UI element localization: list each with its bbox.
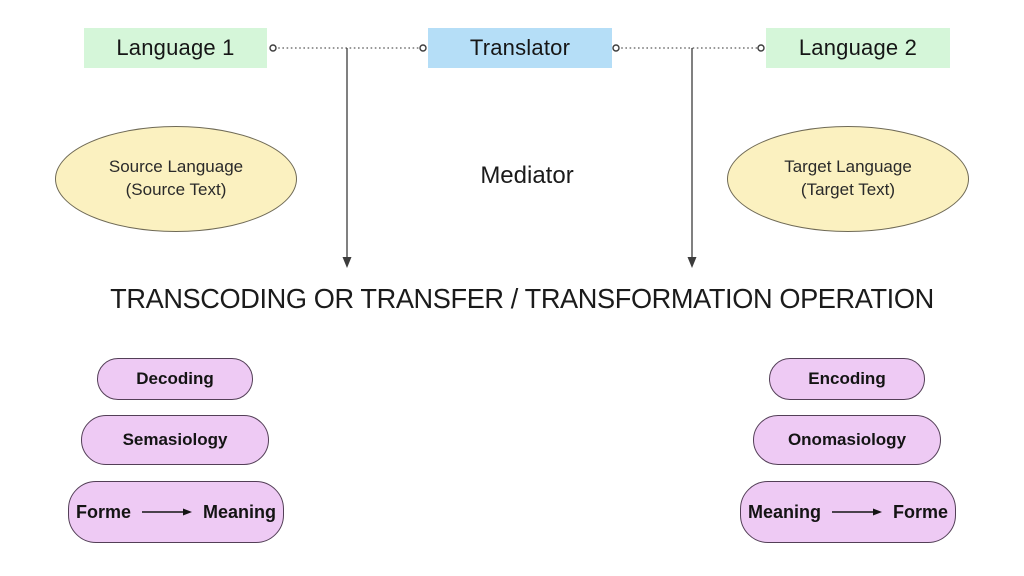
down-arrowhead-left	[342, 257, 352, 268]
operation-heading: TRANSCODING OR TRANSFER / TRANSFORMATION…	[110, 283, 934, 314]
source-language-line1: Source Language	[108, 157, 244, 177]
semasiology-pill: Semasiology	[81, 415, 269, 465]
source-language-ellipse: Source Language (Source Text)	[55, 126, 297, 232]
connector-endpoint-circle	[419, 44, 427, 52]
semasiology-label: Semasiology	[122, 430, 228, 449]
forme-label: Forme	[893, 501, 949, 522]
target-language-line1: Target Language	[784, 157, 912, 177]
connector-endpoint-circle	[612, 44, 620, 52]
decoding-label: Decoding	[136, 369, 214, 388]
translator-box: Translator	[428, 28, 612, 68]
source-language-line2: (Source Text)	[125, 180, 227, 199]
connector-endpoint-circle	[269, 44, 277, 52]
right-arrow-icon	[832, 508, 882, 516]
encoding-pill: Encoding	[769, 358, 925, 400]
language1-box: Language 1	[84, 28, 267, 68]
language2-box: Language 2	[766, 28, 950, 68]
meaning-label: Meaning	[747, 501, 821, 522]
onomasiology-label: Onomasiology	[787, 430, 907, 449]
translator-label: Translator	[469, 35, 571, 60]
right-arrow-icon	[142, 508, 192, 516]
onomasiology-pill: Onomasiology	[753, 415, 941, 465]
encoding-label: Encoding	[808, 369, 886, 388]
target-language-ellipse: Target Language (Target Text)	[727, 126, 969, 232]
forme-label: Forme	[75, 501, 131, 522]
language1-label: Language 1	[116, 35, 235, 60]
connector-endpoint-circle	[757, 44, 765, 52]
meaning-to-forme-pill: Meaning Forme	[740, 481, 956, 543]
language2-label: Language 2	[798, 35, 918, 60]
meaning-label: Meaning	[203, 501, 277, 522]
forme-to-meaning-pill: Forme Meaning	[68, 481, 284, 543]
target-language-line2: (Target Text)	[800, 180, 896, 199]
down-arrowhead-right	[687, 257, 697, 268]
mediator-label: Mediator	[480, 162, 574, 189]
decoding-pill: Decoding	[97, 358, 253, 400]
